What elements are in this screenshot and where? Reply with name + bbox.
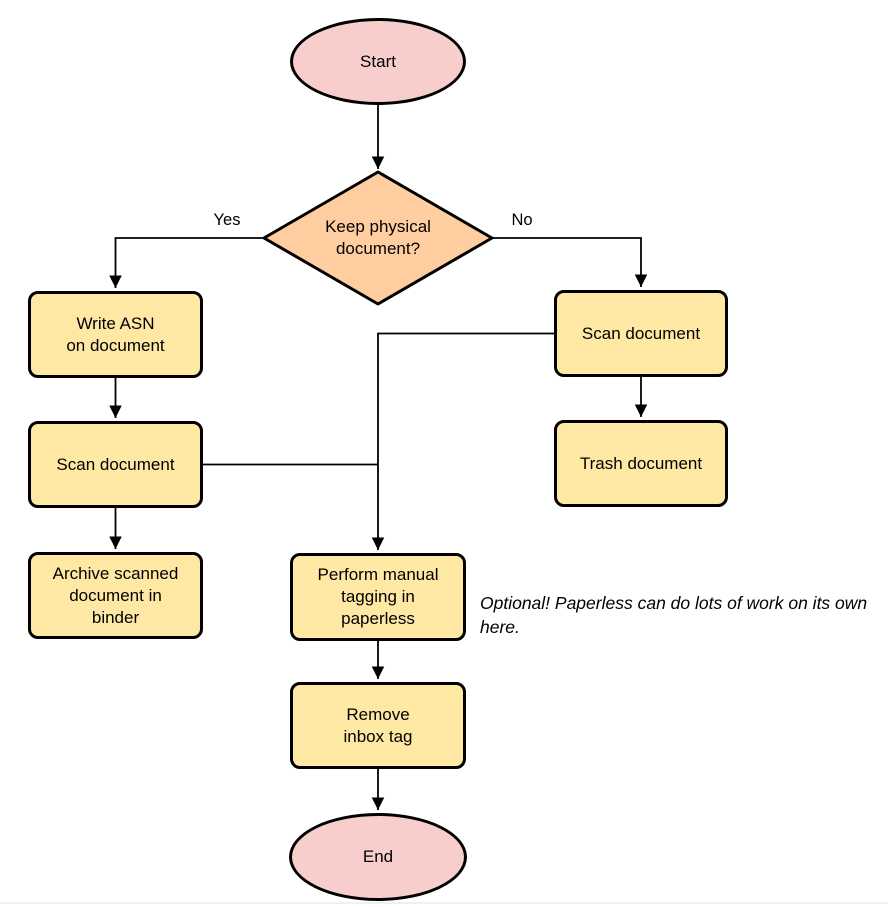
node-write-asn: Write ASN on document	[28, 291, 203, 378]
node-remove-inbox-tag: Remove inbox tag	[290, 682, 466, 769]
node-decision-shape	[262, 170, 494, 306]
bottom-divider-line	[0, 902, 888, 904]
node-decision-label: Keep physical document?	[325, 217, 431, 258]
edge-label-yes: Yes	[213, 211, 241, 229]
edge-decision-no-to-scan-right	[492, 237, 648, 287]
edge-scan-right-to-tagging	[371, 332, 554, 550]
optional-note: Optional! Paperless can do lots of work …	[480, 593, 868, 637]
node-archive-binder: Archive scanned document in binder	[28, 552, 203, 639]
node-trash-document: Trash document	[554, 420, 728, 507]
node-start: Start	[290, 18, 466, 105]
node-scan-document-left: Scan document	[28, 421, 203, 508]
node-manual-tagging: Perform manual tagging in paperless	[290, 553, 466, 641]
edge-decision-yes-to-write-asn	[109, 237, 264, 288]
edge-label-no: No	[511, 211, 533, 229]
node-scan-document-right: Scan document	[554, 290, 728, 377]
node-end: End	[289, 813, 467, 901]
